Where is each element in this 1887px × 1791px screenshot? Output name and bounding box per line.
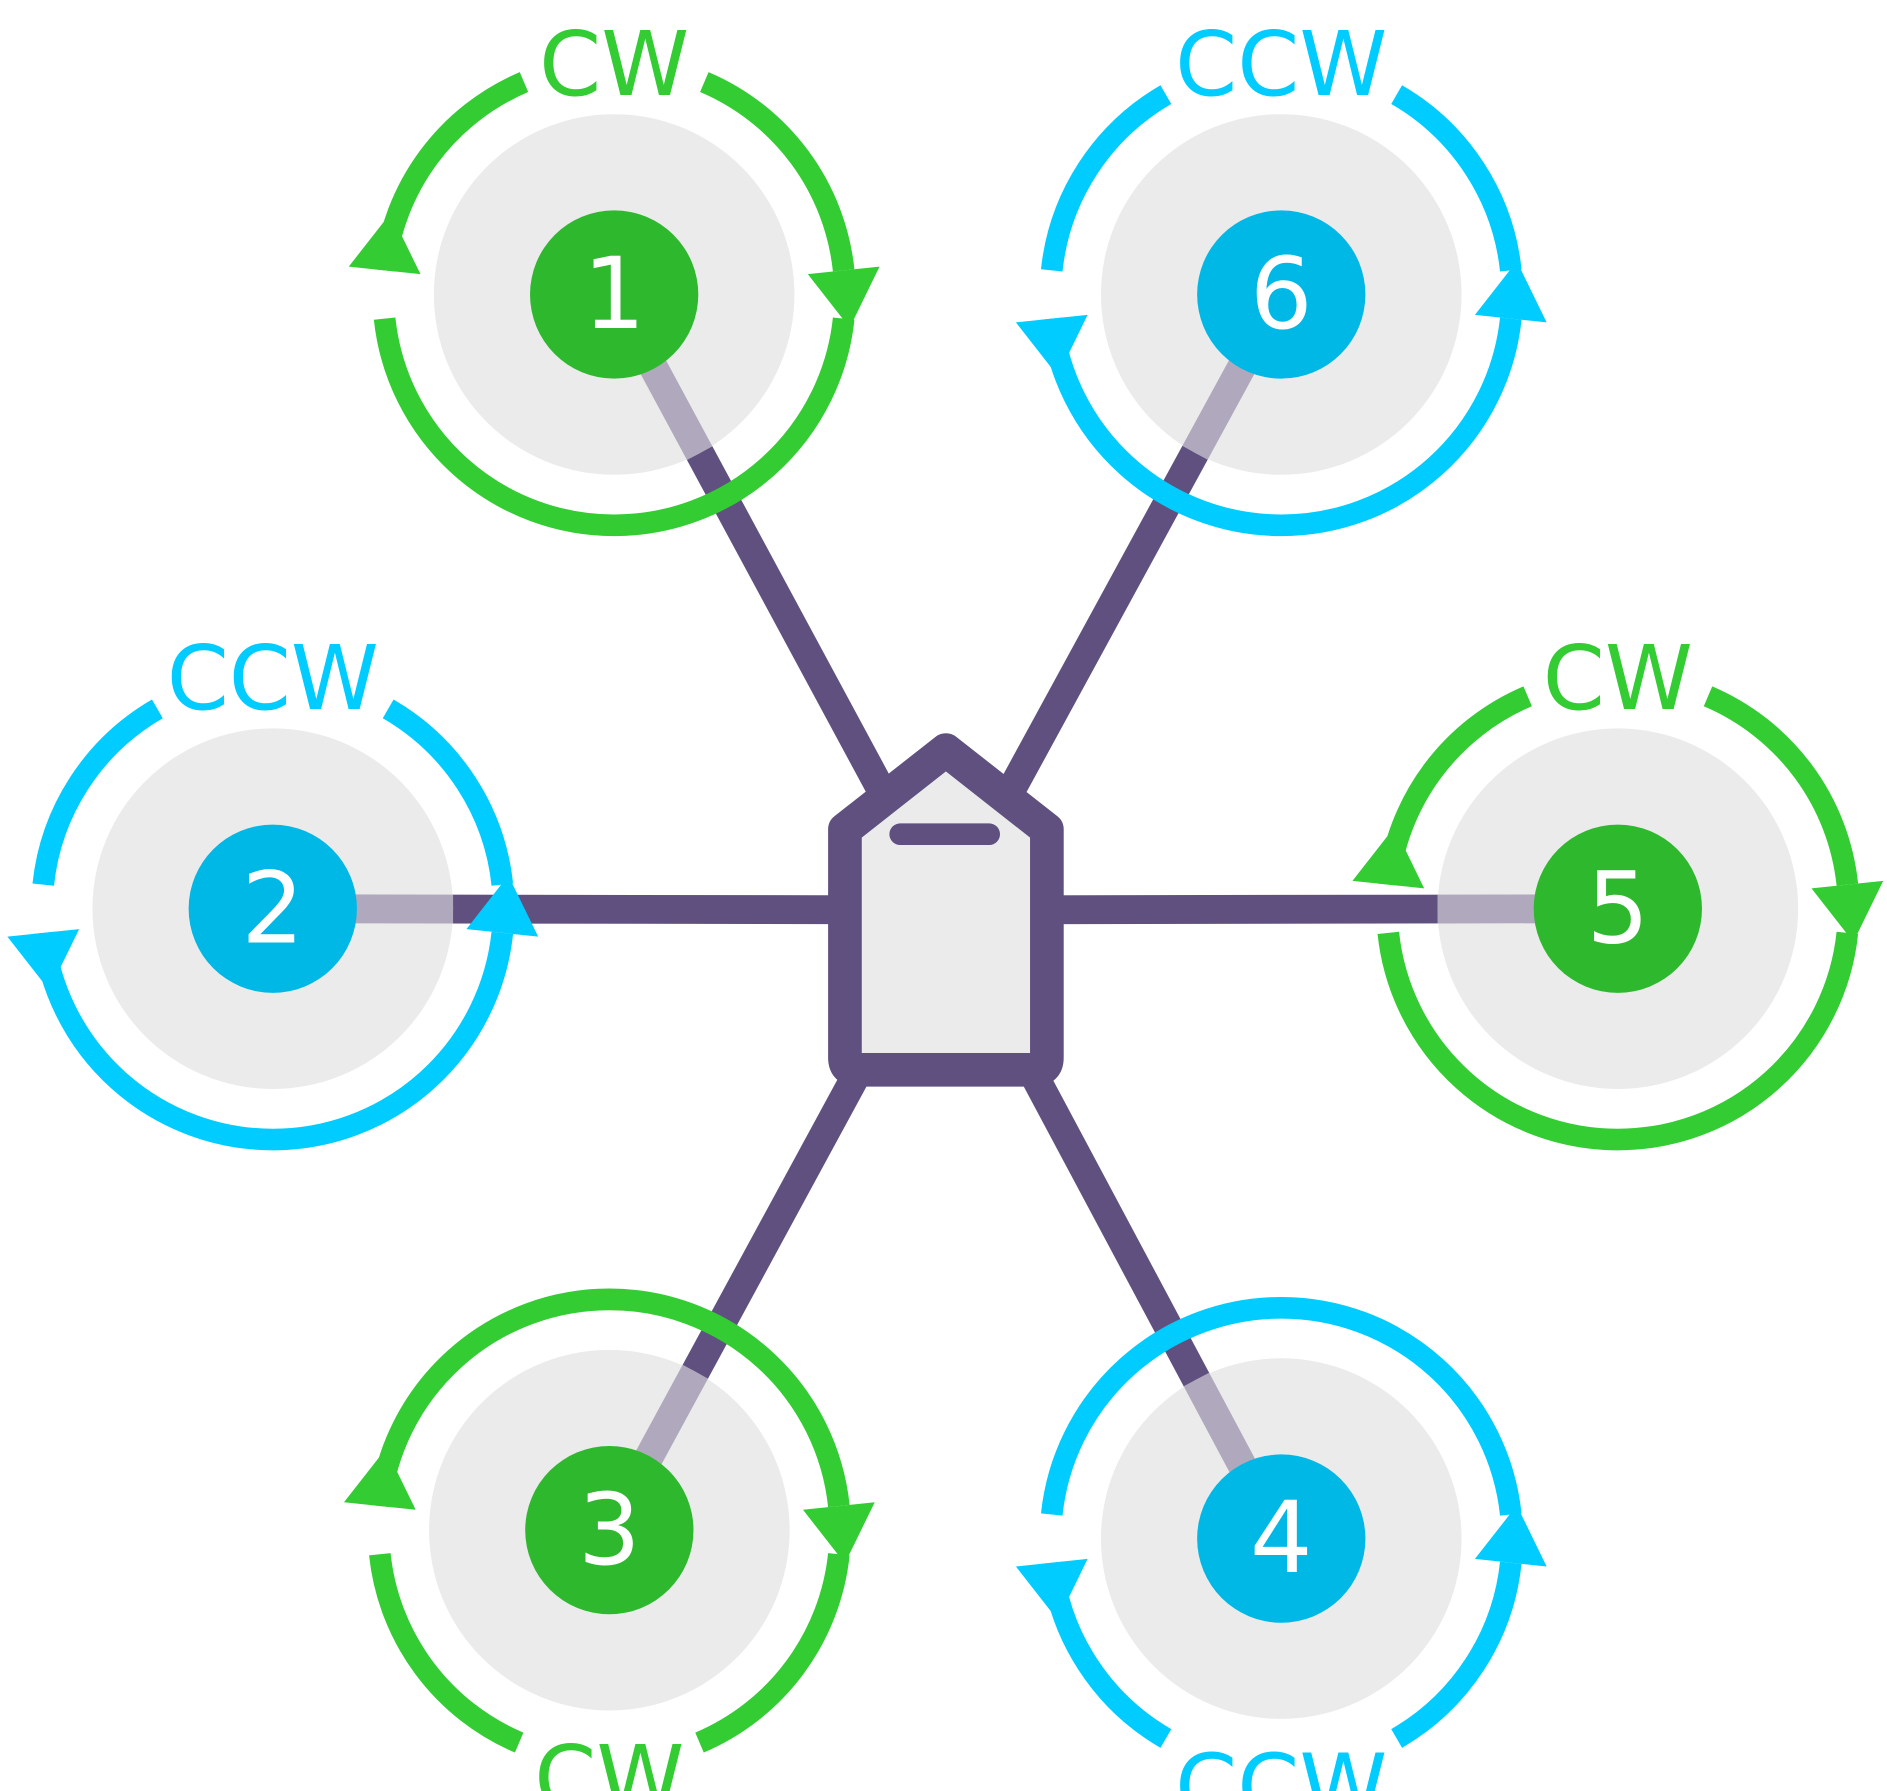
motor-number-5: 5 bbox=[1586, 852, 1649, 966]
rotation-arc bbox=[382, 699, 514, 886]
rotation-label-3: CW bbox=[534, 1726, 684, 1791]
rotation-arrowhead-icon bbox=[466, 875, 539, 937]
rotation-arc bbox=[1040, 317, 1522, 537]
motor-circle-4 bbox=[1197, 1454, 1366, 1623]
rotation-arrowhead-icon bbox=[1015, 314, 1088, 376]
motor-number-2: 2 bbox=[241, 852, 304, 966]
rotation-arc bbox=[369, 1553, 524, 1753]
rotation-label-4: CCW bbox=[1175, 1734, 1387, 1791]
rotation-arc bbox=[1377, 931, 1859, 1151]
rotation-arc bbox=[1391, 1561, 1522, 1748]
rotation-arrowhead-icon bbox=[343, 1448, 416, 1510]
flight-controller-body bbox=[828, 733, 1064, 1087]
rotation-arrowhead-icon bbox=[1015, 1558, 1088, 1621]
rotation-label-5: CW bbox=[1543, 626, 1693, 730]
rotation-arc bbox=[32, 699, 163, 886]
rotation-label-1: CW bbox=[539, 12, 689, 116]
rotation-arrowhead-icon bbox=[7, 929, 80, 991]
motor-circle-2 bbox=[188, 824, 357, 993]
rotation-arc bbox=[1040, 1296, 1522, 1516]
motor-circle-3 bbox=[525, 1446, 694, 1615]
rotation-arc bbox=[32, 931, 514, 1151]
rotation-arc bbox=[1040, 85, 1172, 272]
rotation-arc bbox=[369, 1288, 850, 1508]
rotation-arc bbox=[1703, 686, 1859, 886]
rotation-label-2: CCW bbox=[167, 626, 379, 730]
rotation-arrowhead-icon bbox=[802, 1502, 875, 1564]
rotation-label-6: CCW bbox=[1175, 12, 1387, 116]
motor-6: CCW 6 bbox=[1015, 12, 1547, 537]
motor-circle-1 bbox=[530, 210, 699, 379]
rotation-arrowhead-icon bbox=[1474, 1505, 1547, 1567]
motor-3: CW 3 bbox=[343, 1288, 875, 1791]
motor-number-6: 6 bbox=[1250, 238, 1313, 352]
rotation-arrowhead-icon bbox=[1474, 261, 1547, 323]
motor-circle-5 bbox=[1533, 824, 1702, 993]
rotation-arc bbox=[373, 317, 855, 537]
rotation-arrowhead-icon bbox=[1352, 827, 1425, 889]
motor-4: CCW 4 bbox=[1015, 1296, 1547, 1791]
motor-number-4: 4 bbox=[1250, 1482, 1313, 1596]
motor-2: CCW 2 bbox=[7, 626, 539, 1151]
rotation-arc bbox=[695, 1553, 850, 1753]
motor-circle-6 bbox=[1197, 210, 1366, 379]
rotation-arc bbox=[1391, 85, 1522, 272]
motor-number-1: 1 bbox=[583, 238, 646, 352]
rotation-arrowhead-icon bbox=[1811, 880, 1884, 942]
rotation-arc bbox=[700, 72, 855, 272]
motor-number-3: 3 bbox=[578, 1474, 641, 1588]
rotation-arrowhead-icon bbox=[348, 212, 421, 275]
rotation-arrowhead-icon bbox=[807, 266, 880, 328]
body-shape bbox=[828, 733, 1064, 1087]
motor-1: CW 1 bbox=[348, 12, 880, 537]
motor-5: CW 5 bbox=[1352, 626, 1884, 1151]
